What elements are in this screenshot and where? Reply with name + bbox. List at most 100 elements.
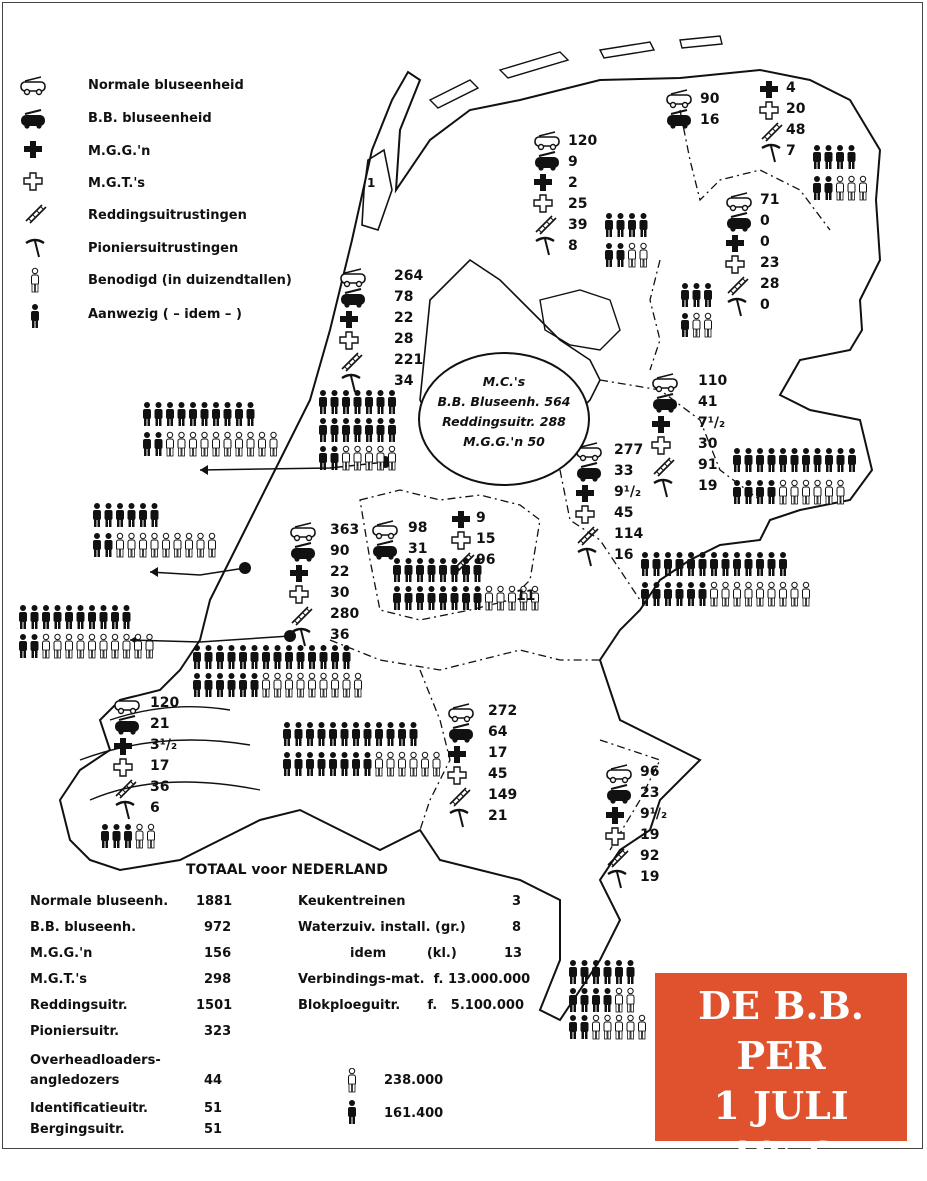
- region-zeeland: 120 21 3¹/₂ 17 36 6: [150, 693, 179, 819]
- person-filled-icon: [721, 552, 730, 576]
- person-filled-icon: [813, 448, 822, 472]
- ladder-icon: [535, 215, 557, 235]
- person-outline-icon: [790, 581, 799, 607]
- legend-benodigd: Benodigd (in duizendtallen): [88, 273, 292, 288]
- person-filled-icon: [342, 645, 351, 669]
- person-outline-icon: [790, 479, 799, 505]
- person-filled-icon: [756, 552, 764, 576]
- value: 16: [700, 112, 720, 128]
- legend-icons: [20, 76, 47, 328]
- person-filled-icon: [204, 645, 213, 669]
- legend-mgt: M.G.T.'s: [88, 176, 146, 191]
- region-limburg: 96 23 9¹/₂ 19 92 19: [640, 762, 667, 888]
- person-filled-icon: [166, 402, 174, 426]
- person-filled-icon: [824, 145, 833, 169]
- person-filled-icon: [93, 533, 101, 557]
- person-outline-icon: [162, 532, 170, 558]
- person-filled-icon: [104, 503, 113, 527]
- person-filled-icon: [652, 552, 661, 576]
- benodigd-total: 238.000: [384, 1073, 444, 1088]
- person-filled-icon: [639, 213, 648, 237]
- person-filled-icon: [398, 722, 406, 746]
- person-filled-icon: [154, 432, 163, 456]
- person-outline-icon: [196, 532, 205, 558]
- person-outline-icon: [398, 751, 406, 777]
- person-filled-icon: [204, 673, 213, 697]
- person-filled-icon: [756, 480, 764, 504]
- person-outline-icon: [122, 633, 131, 659]
- person-filled-icon: [99, 605, 108, 629]
- value: 96: [476, 552, 496, 568]
- value: 16: [614, 547, 634, 563]
- person-filled-icon: [250, 673, 259, 697]
- value: 7¹/₂: [698, 415, 726, 431]
- fire-truck-outline-icon: [290, 522, 316, 542]
- ladder-icon: [761, 122, 783, 142]
- person-outline-icon: [353, 445, 362, 471]
- person-filled-icon: [615, 960, 623, 984]
- cross-outline-icon: [725, 255, 745, 274]
- person-filled-icon: [104, 533, 113, 557]
- region-friesland: 120 9 2 25 39 8: [568, 131, 597, 257]
- person-filled-icon: [376, 418, 385, 442]
- ladder-icon: [653, 457, 675, 477]
- person-filled-icon: [101, 824, 109, 848]
- person-filled-icon: [340, 752, 349, 776]
- person-filled-icon: [250, 645, 259, 669]
- value: 15: [476, 531, 496, 547]
- value: 36: [150, 779, 170, 795]
- fire-truck-filled-icon: [290, 542, 316, 563]
- cross-filled-icon: [452, 511, 470, 528]
- value: 36: [330, 627, 350, 643]
- person-outline-icon: [99, 633, 108, 659]
- region-noord-brabant: 272 64 17 45 149 21: [488, 701, 517, 827]
- value: 28: [760, 276, 780, 292]
- fire-truck-outline-icon: [372, 520, 398, 540]
- mc-dot-3: [284, 630, 296, 642]
- total-label: B.B. bluseenh.: [30, 920, 137, 935]
- person-outline-icon: [331, 672, 339, 698]
- total-label: angledozers: [30, 1073, 120, 1088]
- person-outline-icon: [185, 532, 193, 558]
- person-outline-icon: [285, 672, 293, 698]
- totals-person-icons: [348, 1068, 356, 1124]
- person-filled-icon: [473, 586, 482, 610]
- value: 30: [330, 585, 350, 601]
- person-filled-icon: [340, 722, 349, 746]
- cross-outline-icon: [289, 585, 309, 604]
- person-filled-icon: [342, 390, 350, 414]
- person-outline-icon: [212, 431, 220, 457]
- person-outline-icon: [756, 581, 764, 607]
- person-filled-icon: [65, 605, 73, 629]
- province-borders: [329, 109, 831, 851]
- zeeland-waters: [79, 705, 261, 801]
- person-outline-icon: [42, 633, 50, 659]
- person-filled-icon: [710, 552, 718, 576]
- person-filled-icon: [189, 402, 197, 426]
- person-outline-icon: [262, 672, 270, 698]
- cross-outline-icon: [575, 505, 595, 524]
- person-outline-icon: [692, 312, 701, 338]
- person-filled-icon: [569, 960, 577, 984]
- pickaxe-icon: [726, 297, 748, 318]
- person-outline-icon: [386, 751, 395, 777]
- person-filled-icon: [580, 1015, 589, 1039]
- person-outline-icon: [111, 633, 119, 659]
- value: 19: [640, 869, 660, 885]
- fire-truck-filled-icon: [576, 462, 602, 483]
- person-filled-icon: [329, 752, 337, 776]
- total-value: 323: [204, 1024, 232, 1039]
- value: 90: [700, 91, 720, 107]
- person-filled-icon: [733, 552, 741, 576]
- person-outline-icon: [779, 479, 787, 505]
- person-filled-icon: [616, 243, 625, 267]
- pickaxe-icon: [534, 236, 556, 257]
- value: 3¹/₂: [150, 737, 178, 753]
- value: 31: [408, 541, 428, 557]
- person-filled-icon: [200, 402, 209, 426]
- fire-truck-outline-icon: [534, 131, 560, 151]
- fire-truck-filled-icon: [340, 288, 366, 309]
- cross-filled-icon: [534, 174, 552, 191]
- value: 21: [488, 808, 508, 824]
- person-filled-icon: [216, 673, 224, 697]
